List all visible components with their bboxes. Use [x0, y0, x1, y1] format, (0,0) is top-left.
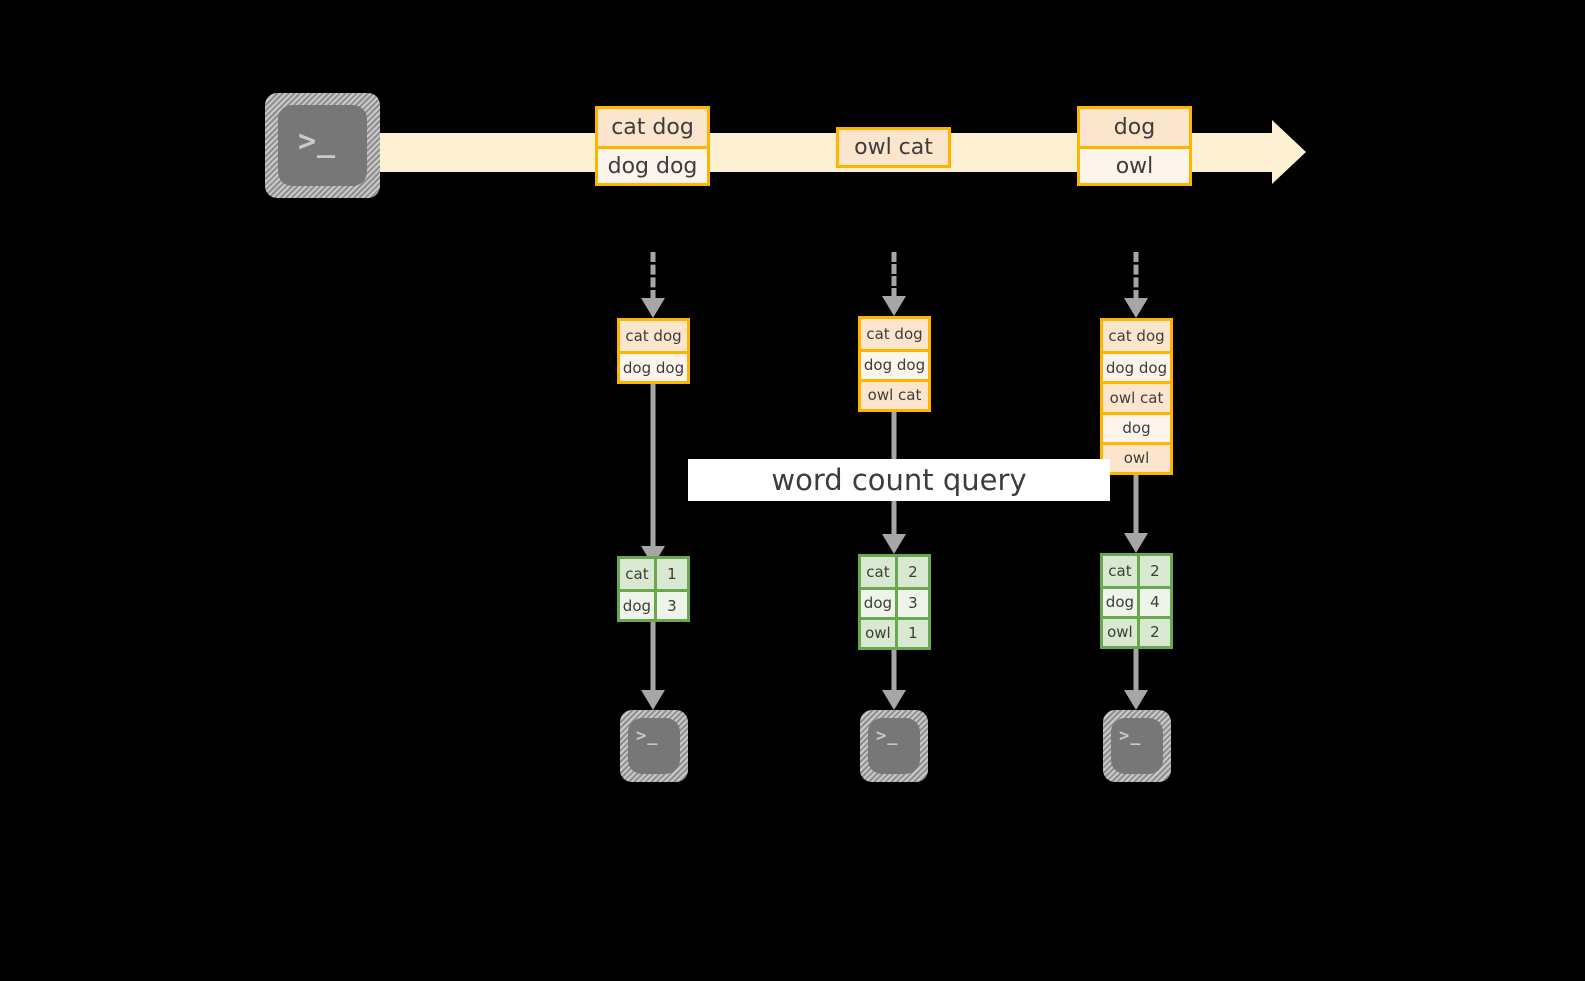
connector-shaft	[891, 252, 897, 298]
result-word-cell: cat	[1103, 556, 1140, 586]
connector-arrowhead	[882, 690, 906, 710]
result-word-cell: dog	[861, 590, 898, 617]
stream-message-line: owl cat	[839, 130, 948, 165]
connector-shaft	[650, 252, 656, 300]
terminal-prompt-glyph: >_	[298, 124, 337, 159]
connector-shaft	[650, 384, 656, 548]
terminal-face	[278, 105, 367, 186]
stream-message-line: dog dog	[598, 146, 707, 183]
result-count-cell: 1	[897, 619, 928, 647]
stream-message-line: dog	[1080, 109, 1189, 146]
table-row: dog 3	[620, 589, 687, 619]
table-row: dog 4	[1103, 586, 1170, 616]
source-terminal-icon[interactable]: >_	[265, 93, 380, 198]
table-row: cat 1	[620, 559, 687, 589]
result-to-sink-connector	[882, 650, 906, 710]
terminal-prompt-glyph: >_	[876, 726, 899, 746]
connector-shaft	[650, 622, 656, 692]
stream-to-accumulator-connector	[1124, 252, 1148, 318]
stream-message-box[interactable]: owl cat	[836, 127, 951, 168]
connector-arrowhead	[1124, 533, 1148, 553]
table-row: cat 2	[861, 557, 928, 587]
result-word-cell: cat	[620, 559, 657, 589]
result-word-cell: owl	[1103, 618, 1140, 646]
result-count-cell: 3	[656, 592, 687, 619]
result-word-cell: owl	[861, 619, 898, 647]
terminal-prompt-glyph: >_	[1119, 726, 1142, 746]
accumulated-message-line: dog dog	[620, 351, 687, 381]
result-count-cell: 3	[897, 590, 928, 617]
word-count-result-table[interactable]: cat 2 dog 3 owl 1	[858, 554, 931, 650]
connector-arrowhead	[1124, 690, 1148, 710]
accumulated-message-line: cat dog	[620, 321, 687, 351]
connector-shaft	[1133, 252, 1139, 300]
accumulated-message-line: owl cat	[1103, 381, 1170, 412]
result-count-cell: 1	[656, 559, 687, 589]
result-count-cell: 2	[1139, 618, 1170, 646]
result-word-cell: dog	[620, 592, 657, 619]
connector-arrowhead	[882, 534, 906, 554]
stream-track-arrowhead	[1272, 120, 1306, 184]
result-to-sink-connector	[641, 622, 665, 710]
connector-arrowhead	[882, 296, 906, 316]
accumulated-message-line: cat dog	[1103, 321, 1170, 352]
connector-arrowhead	[641, 690, 665, 710]
accumulated-messages-box[interactable]: cat dog dog dog	[617, 318, 690, 384]
table-row: owl 1	[861, 616, 928, 647]
stream-message-line: cat dog	[598, 109, 707, 146]
accumulated-message-line: owl	[1103, 441, 1170, 472]
word-count-result-table[interactable]: cat 1 dog 3	[617, 556, 690, 622]
terminal-face	[868, 718, 920, 774]
sink-terminal-icon[interactable]: >_	[620, 710, 688, 782]
accumulated-message-line: dog dog	[1103, 351, 1170, 382]
connector-shaft	[1133, 649, 1139, 692]
accumulator-to-result-connector	[1124, 475, 1148, 553]
sink-terminal-icon[interactable]: >_	[1103, 710, 1171, 782]
terminal-face	[1111, 718, 1163, 774]
accumulator-to-result-connector	[641, 384, 665, 566]
terminal-prompt-glyph: >_	[636, 726, 659, 746]
connector-shaft	[1133, 475, 1139, 535]
stream-message-line: owl	[1080, 146, 1189, 183]
sink-terminal-icon[interactable]: >_	[860, 710, 928, 782]
stream-message-box[interactable]: cat dog dog dog	[595, 106, 710, 186]
connector-shaft	[891, 650, 897, 692]
stream-to-accumulator-connector	[882, 252, 906, 316]
query-label: word count query	[688, 459, 1110, 501]
table-row: owl 2	[1103, 615, 1170, 646]
stream-message-box[interactable]: dog owl	[1077, 106, 1192, 186]
result-count-cell: 4	[1139, 589, 1170, 616]
connector-arrowhead	[1124, 298, 1148, 318]
table-row: cat 2	[1103, 556, 1170, 586]
table-row: dog 3	[861, 587, 928, 617]
accumulated-messages-box[interactable]: cat dog dog dog owl cat dog owl	[1100, 318, 1173, 475]
accumulated-message-line: cat dog	[861, 319, 928, 349]
terminal-face	[628, 718, 680, 774]
accumulated-message-line: owl cat	[861, 378, 928, 409]
result-word-cell: dog	[1103, 589, 1140, 616]
result-to-sink-connector	[1124, 649, 1148, 710]
accumulated-message-line: dog	[1103, 411, 1170, 442]
connector-arrowhead	[641, 298, 665, 318]
word-count-result-table[interactable]: cat 2 dog 4 owl 2	[1100, 553, 1173, 649]
result-count-cell: 2	[1139, 556, 1170, 586]
result-count-cell: 2	[897, 557, 928, 587]
accumulated-messages-box[interactable]: cat dog dog dog owl cat	[858, 316, 931, 412]
result-word-cell: cat	[861, 557, 898, 587]
accumulated-message-line: dog dog	[861, 349, 928, 379]
stream-to-accumulator-connector	[641, 252, 665, 318]
